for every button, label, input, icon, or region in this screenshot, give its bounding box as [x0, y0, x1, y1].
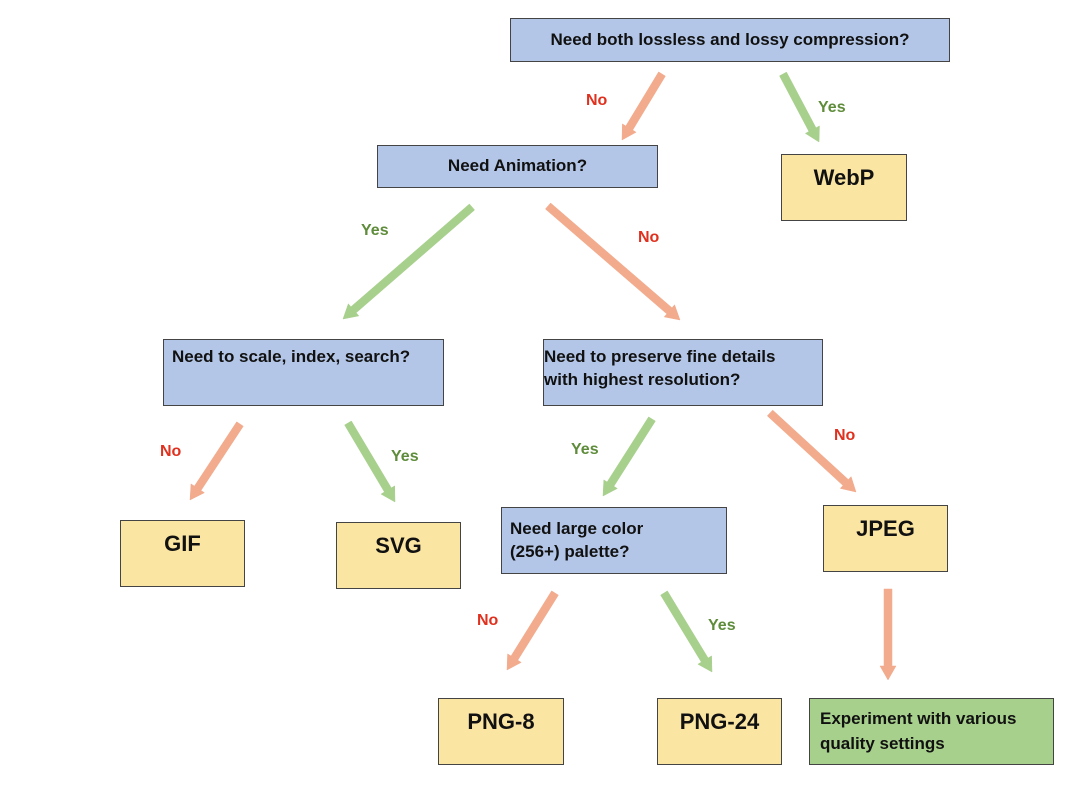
result-png8-label: PNG-8 [467, 709, 535, 734]
result-png24-label: PNG-24 [679, 709, 760, 734]
edge-label-details-yes: Yes [571, 441, 599, 458]
result-webp: WebP [781, 154, 907, 221]
edge-label-palette-yes: Yes [708, 617, 736, 634]
arrow-animation-no [545, 202, 681, 321]
arrow-compression-yes [779, 71, 820, 143]
edge-label-compression-no: No [586, 92, 608, 109]
question-details: Need to preserve fine details with highe… [543, 339, 823, 406]
final-experiment-box: Experiment with various quality settings [809, 698, 1054, 765]
question-scale: Need to scale, index, search? [163, 339, 444, 406]
edge-label-scale-yes: Yes [391, 448, 419, 465]
result-png24: PNG-24 [657, 698, 782, 765]
arrow-details-yes [602, 416, 656, 497]
edge-label-palette-no: No [477, 612, 499, 629]
result-png8: PNG-8 [438, 698, 564, 765]
question-palette-line2: (256+) palette? [510, 541, 630, 561]
arrow-scale-yes [344, 420, 396, 503]
result-gif-label: GIF [164, 531, 201, 556]
result-svg: SVG [336, 522, 461, 589]
question-animation-label: Need Animation? [447, 156, 588, 176]
arrow-jpeg-down [879, 588, 897, 681]
edge-label-animation-no: No [638, 229, 660, 246]
question-details-line2: with highest resolution? [544, 369, 741, 389]
question-details-line1: Need to preserve fine details [544, 347, 776, 366]
question-scale-label: Need to scale, index, search? [172, 347, 411, 366]
arrow-palette-yes [660, 590, 713, 673]
result-webp-label: WebP [813, 165, 875, 190]
question-compression-label: Need both lossless and lossy compression… [550, 29, 910, 49]
arrow-animation-yes [342, 203, 475, 320]
question-palette: Need large color (256+) palette? [501, 507, 727, 574]
arrow-scale-no [189, 421, 244, 501]
final-line2: quality settings [820, 733, 945, 753]
edge-label-scale-no: No [160, 443, 182, 460]
result-gif: GIF [120, 520, 245, 587]
result-jpeg-label: JPEG [856, 516, 915, 541]
edge-label-details-no: No [834, 427, 856, 444]
question-animation: Need Animation? [377, 145, 658, 188]
result-svg-label: SVG [375, 533, 422, 558]
result-jpeg: JPEG [823, 505, 948, 572]
final-line1: Experiment with various [820, 708, 1017, 728]
question-palette-line1: Need large color [510, 518, 644, 538]
arrow-details-no [766, 409, 857, 493]
arrow-palette-no [506, 590, 559, 671]
question-compression: Need both lossless and lossy compression… [510, 18, 950, 62]
arrow-compression-no [621, 71, 666, 141]
edge-label-compression-yes: Yes [818, 99, 846, 116]
edge-label-animation-yes: Yes [361, 222, 389, 239]
